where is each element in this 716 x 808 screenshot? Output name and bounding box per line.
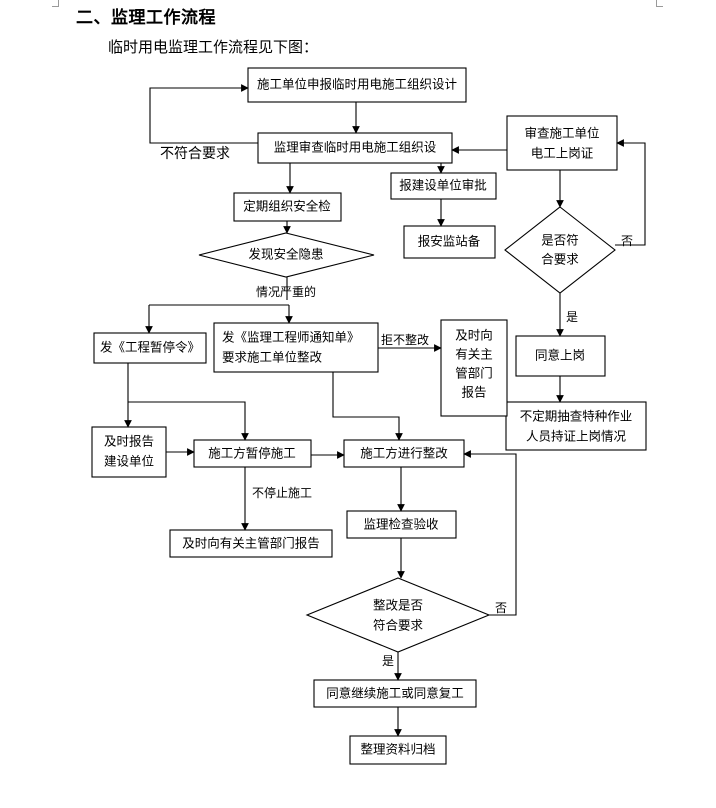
node-agree-post-text: 同意上岗	[535, 348, 585, 363]
node-resume: 同意继续施工或同意复工	[313, 679, 477, 708]
label-serious: 情况严重的	[256, 284, 316, 299]
node-agree-post: 同意上岗	[515, 335, 606, 377]
node-review-electrician: 审查施工单位 电工上岗证	[506, 115, 618, 171]
edge-notice-to-rectify	[332, 372, 403, 441]
node-notice: 发《监理工程师通知单》 要求施工单位整改	[213, 322, 379, 373]
node-review-electrician-line-1: 审查施工单位	[524, 126, 599, 141]
node-stop-order: 发《工程暂停令》	[93, 332, 207, 364]
node-periodic-check-text: 定期组织安全检	[243, 199, 331, 214]
node-stop-order-text: 发《工程暂停令》	[100, 340, 200, 355]
page-corner-mark-right	[656, 0, 663, 7]
node-submit-owner-text: 报建设单位审批	[399, 178, 487, 193]
node-notice-line-1: 发《监理工程师通知单》	[222, 330, 360, 345]
node-periodic-check: 定期组织安全检	[233, 192, 342, 222]
node-archive: 整理资料归档	[349, 735, 447, 765]
node-report-dept-text: 及时向有关主管部门报告	[182, 536, 320, 551]
label-meets-yes: 是	[566, 310, 578, 324]
node-submit-owner: 报建设单位审批	[390, 172, 497, 200]
label-not-stop: 不停止施工	[252, 485, 312, 500]
node-report-station: 报安监站备	[403, 225, 496, 259]
node-report-authority: 及时向 有关主 管部门 报告	[440, 319, 508, 417]
node-report-dept: 及时向有关主管部门报告	[169, 529, 333, 558]
node-review-design-text: 监理审查临时用电施工组织设	[274, 140, 437, 155]
node-submit-design-text: 施工单位申报临时用电施工组织设计	[257, 77, 457, 92]
node-hazard-found-text: 发现安全隐患	[248, 247, 323, 262]
node-meets-req: 是否符 合要求	[504, 206, 616, 294]
node-hazard-found: 发现安全隐患	[198, 232, 375, 278]
edge-review-reject-loop	[149, 84, 258, 144]
node-rectify: 施工方进行整改	[343, 439, 465, 468]
node-review-design: 监理审查临时用电施工组织设	[257, 132, 453, 164]
edge-stop-to-suspend	[128, 401, 249, 441]
label-not-meet: 不符合要求	[160, 146, 230, 162]
node-report-owner: 及时报告 建设单位	[91, 426, 167, 478]
node-rectify-text: 施工方进行整改	[360, 446, 448, 461]
node-suspend-text: 施工方暂停施工	[208, 446, 296, 461]
node-report-authority-line-3: 管部门	[455, 366, 493, 381]
node-rectify-ok-line-1: 整改是否	[373, 598, 423, 613]
node-report-authority-line-1: 及时向	[455, 328, 493, 343]
node-archive-text: 整理资料归档	[360, 742, 435, 757]
section-heading: 二、监理工作流程	[76, 8, 216, 28]
node-report-owner-line-2: 建设单位	[104, 454, 154, 469]
label-refuse: 拒不整改	[381, 332, 429, 347]
node-report-owner-line-1: 及时报告	[104, 434, 154, 449]
edge-meets-no-loop	[615, 139, 646, 246]
intro-text: 临时用电监理工作流程见下图：	[108, 38, 319, 56]
node-rectify-ok: 整改是否 符合要求	[305, 577, 491, 653]
node-inspect-text: 监理检查验收	[363, 517, 439, 532]
node-report-authority-line-2: 有关主	[455, 347, 493, 362]
edge-rectify-no-loop	[463, 450, 517, 616]
node-resume-text: 同意继续施工或同意复工	[326, 686, 464, 701]
node-inspect: 监理检查验收	[346, 510, 457, 539]
node-spot-check: 不定期抽查特种作业 人员持证上岗情况	[505, 401, 647, 451]
node-spot-check-line-2: 人员持证上岗情况	[526, 429, 627, 444]
node-notice-line-2: 要求施工单位整改	[222, 350, 323, 365]
node-spot-check-line-1: 不定期抽查特种作业	[520, 409, 633, 424]
node-report-station-text: 报安监站备	[418, 234, 481, 249]
node-suspend: 施工方暂停施工	[193, 439, 312, 468]
node-submit-design: 施工单位申报临时用电施工组织设计	[247, 67, 467, 103]
page-corner-mark-left	[52, 0, 59, 7]
label-rectify-no: 否	[495, 601, 507, 615]
node-meets-req-line-1: 是否符	[541, 233, 579, 248]
label-rectify-yes: 是	[382, 654, 394, 668]
node-rectify-ok-line-2: 符合要求	[373, 618, 424, 633]
label-meets-no: 否	[621, 234, 633, 248]
node-report-authority-line-4: 报告	[461, 385, 486, 400]
node-meets-req-line-2: 合要求	[541, 252, 579, 267]
node-review-electrician-line-2: 电工上岗证	[531, 146, 594, 161]
